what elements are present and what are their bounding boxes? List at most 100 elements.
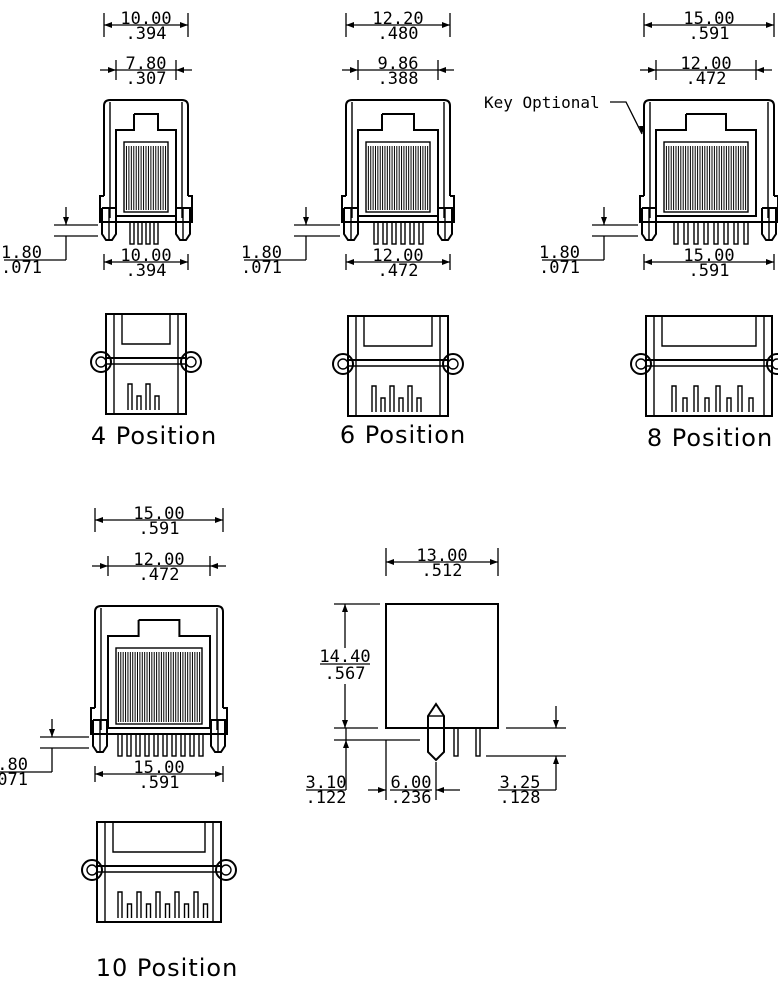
key-optional-note: Key Optional — [484, 93, 600, 112]
mounting-post — [641, 207, 657, 241]
housing-base — [639, 195, 778, 223]
dimension-mm: 12.20 — [372, 9, 423, 29]
dim-height: 14.40.567 — [318, 603, 380, 729]
footprint-pin — [416, 397, 422, 412]
mounting-post — [210, 719, 226, 753]
dimension-arrow — [49, 729, 55, 737]
dimension-mm: 14.40 — [319, 647, 370, 667]
dimension-in: .307 — [126, 69, 167, 89]
dimension-mm: 1.80 — [0, 755, 28, 775]
post-circle-inner — [635, 358, 647, 370]
jack-opening — [357, 113, 439, 217]
dimension-arrow — [346, 22, 354, 28]
post-circle-inner — [220, 864, 232, 876]
dimension-arrow — [104, 259, 112, 265]
housing-outline — [94, 605, 224, 708]
bottom-view — [332, 315, 464, 417]
contact-pin — [409, 221, 415, 245]
dimension-mm: 15.00 — [683, 246, 734, 266]
post-circle-inner — [337, 358, 349, 370]
dimension-mm: 10.00 — [120, 9, 171, 29]
contact-pin — [129, 221, 135, 245]
contact-pin — [180, 733, 186, 757]
contact-pin — [189, 733, 195, 757]
bottom-view — [630, 315, 778, 417]
contact-pin — [743, 221, 749, 245]
dimension-arrow — [756, 67, 764, 73]
footprint-pin — [136, 395, 142, 410]
contact-pin — [733, 221, 739, 245]
contact-pin — [713, 221, 719, 245]
footprint-pin — [682, 397, 688, 412]
dimension-in: .480 — [378, 24, 419, 44]
position-label: 6 Position — [340, 421, 466, 449]
dimension-arrow — [644, 22, 652, 28]
dimension-in: .512 — [422, 561, 463, 581]
footprint-pin — [164, 903, 171, 918]
front-view — [90, 605, 228, 757]
contact-pin — [171, 733, 177, 757]
footprint-pin — [154, 395, 160, 410]
dimension-arrow — [104, 22, 112, 28]
dim-post-height: 1.80.071 — [1, 207, 98, 278]
jack-opening — [655, 113, 757, 217]
footprint-pin — [126, 903, 133, 918]
dimension-arrow — [180, 22, 188, 28]
position-label: 8 Position — [647, 424, 773, 452]
contact-pin — [144, 733, 150, 757]
post-circle-inner — [185, 356, 197, 368]
dim-body-width: 10.00.394 — [103, 9, 189, 44]
contact-pin — [198, 733, 204, 757]
key-optional-callout: Key Optional — [484, 93, 645, 135]
dim-opening-width: 9.86.388 — [342, 54, 454, 89]
dimension-arrow — [180, 259, 188, 265]
footprint-pin — [704, 397, 710, 412]
dim-post-length: 3.10.122 — [306, 728, 420, 808]
dim-body-width: 15.00.591 — [94, 504, 224, 539]
dimension-mm: 3.25 — [500, 773, 541, 793]
housing-base — [341, 195, 455, 223]
footprint-pin — [145, 383, 151, 410]
dimension-in: .567 — [325, 664, 366, 684]
dimension-arrow — [342, 604, 348, 612]
contact-pin — [683, 221, 689, 245]
text-bg — [318, 648, 374, 684]
dimension-arrow — [644, 259, 652, 265]
dimension-arrow — [100, 563, 108, 569]
mounting-post — [101, 207, 117, 241]
dimension-in: .591 — [139, 519, 180, 539]
mounting-post — [343, 207, 359, 241]
position-label: 4 Position — [91, 422, 217, 450]
dim-post-height: 1.80.071 — [0, 719, 89, 790]
side-pin — [453, 727, 459, 757]
dimension-arrow — [95, 771, 103, 777]
dim-post-height: 1.80.071 — [241, 207, 340, 278]
mounting-post — [175, 207, 191, 241]
footprint-pin — [726, 397, 732, 412]
dimension-mm: 7.80 — [126, 54, 167, 74]
dim-pin-length: 3.25.128 — [486, 706, 566, 808]
side-body — [385, 603, 499, 729]
side-view: 13.00.51214.40.5673.10.1226.00.2363.25.1… — [306, 546, 566, 808]
latch-slot — [121, 314, 171, 345]
contact-pin — [693, 221, 699, 245]
dimension-arrow — [553, 720, 559, 728]
contact-block — [365, 141, 431, 213]
dimension-arrow — [346, 259, 354, 265]
dimension-arrow — [108, 67, 116, 73]
contact-pin — [117, 733, 123, 757]
contact-pin — [373, 221, 379, 245]
dimension-mm: 12.00 — [133, 550, 184, 570]
dim-post-height: 1.80.071 — [539, 207, 638, 278]
post-circle — [766, 353, 778, 375]
dimension-arrow — [350, 67, 358, 73]
dimension-in: .591 — [689, 261, 730, 281]
mounting-post — [761, 207, 777, 241]
post-circle — [81, 859, 103, 881]
post-circle — [90, 351, 112, 373]
contact-pin — [153, 221, 159, 245]
footprint-pin — [183, 903, 190, 918]
